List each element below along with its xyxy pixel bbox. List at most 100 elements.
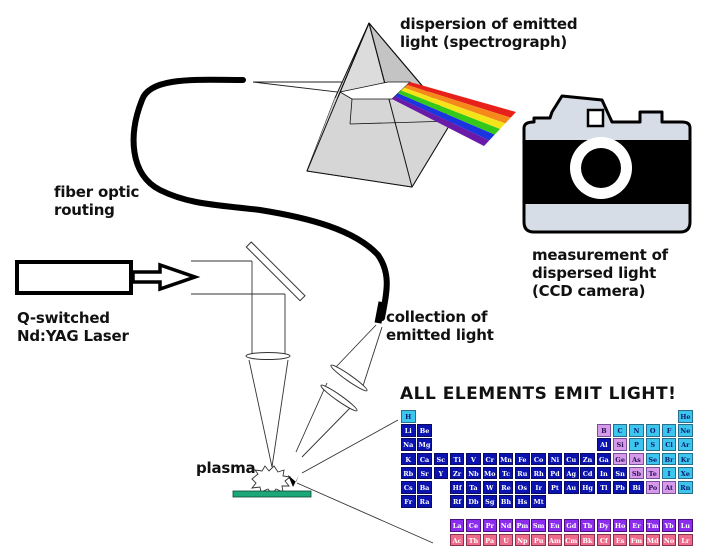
camera-label: measurement of dispersed light (CCD came… (532, 246, 668, 300)
element-cell: Os (515, 481, 530, 494)
element-cell: Pd (547, 466, 563, 480)
collection-lens-1 (330, 364, 368, 392)
element-cell: Lu (678, 519, 693, 532)
element-cell: Zr (449, 466, 465, 480)
element-cell: Ti (449, 452, 465, 466)
dispersion-label: dispersion of emitted light (spectrograp… (400, 15, 578, 51)
element-cell: Er (629, 519, 644, 532)
spectrum-band (398, 90, 500, 135)
element-cell: Bh (498, 495, 514, 508)
element-cell: Sb (629, 466, 644, 480)
element-cell: Be (417, 424, 432, 437)
element-cell: Sg (482, 495, 497, 508)
camera-label-line1: measurement of (532, 246, 669, 264)
element-cell: Ga (596, 452, 612, 466)
element-pointer-lines (296, 419, 434, 544)
plasma-label: plasma (196, 459, 256, 477)
element-cell: Ir (531, 481, 546, 494)
element-cell: Cm (564, 533, 579, 547)
element-cell: Dy (596, 519, 612, 532)
element-cell: Cd (580, 466, 595, 480)
element-cell: Pb (612, 481, 628, 494)
element-cell: Re (498, 481, 514, 494)
element-cell: Cf (596, 533, 612, 547)
laser-label: Q-switched Nd:YAG Laser (17, 309, 129, 345)
collection-label: collection of emitted light (386, 308, 494, 344)
element-cell: Pr (482, 519, 497, 532)
element-cell: Th (466, 533, 481, 547)
element-cell: Ru (515, 466, 530, 480)
element-cell: Fm (629, 533, 644, 547)
element-cell: Fe (515, 452, 530, 466)
element-cell: No (661, 533, 677, 547)
element-cell: Te (645, 466, 660, 480)
element-cell: Yb (661, 519, 677, 532)
element-cell: Lr (678, 533, 693, 547)
element-cell: Tc (498, 466, 514, 480)
element-cell: Nd (498, 519, 514, 532)
element-cell: Tb (580, 519, 595, 532)
camera-label-line3: (CCD camera) (532, 282, 646, 300)
spectrum-band (401, 87, 506, 129)
element-cell: Si (612, 438, 628, 451)
element-cell: Ge (612, 452, 628, 466)
element-cell: Ba (417, 481, 432, 494)
element-cell: Ag (564, 466, 579, 480)
element-cell: Y (433, 466, 449, 480)
element-cell: Ni (547, 452, 563, 466)
element-cell: Mt (531, 495, 546, 508)
laser-label-line1: Q-switched (17, 309, 110, 327)
focusing-lens (245, 352, 291, 360)
element-cell: C (612, 424, 628, 437)
element-cell: Cs (401, 481, 416, 494)
element-cell: Rf (449, 495, 465, 508)
fiber-label: fiber optic routing (54, 183, 139, 219)
element-cell: Ca (417, 452, 432, 466)
element-cell: Kr (678, 452, 693, 466)
element-cell: W (482, 481, 497, 494)
element-cell: Au (564, 481, 579, 494)
collection-label-line1: collection of (386, 308, 488, 326)
element-cell: Mn (498, 452, 514, 466)
element-cell: Ho (612, 519, 628, 532)
element-cell: Ar (678, 438, 693, 451)
element-cell: Hg (580, 481, 595, 494)
fiber-tip-collection (374, 301, 386, 324)
element-cell: H (401, 410, 416, 423)
element-cell: Hf (449, 481, 465, 494)
element-cell: Bi (629, 481, 644, 494)
element-cell: Fr (401, 495, 416, 508)
element-cell: K (401, 452, 416, 466)
element-cell: Li (401, 424, 416, 437)
element-cell: Na (401, 438, 416, 451)
fiber-optic-cable (130, 76, 390, 321)
element-cell: P (629, 438, 644, 451)
dispersion-label-line2: light (spectrograph) (400, 33, 568, 51)
element-cell: He (678, 410, 693, 423)
element-cell: Tl (596, 481, 612, 494)
element-cell: Xe (678, 466, 693, 480)
collection-optics-rays (295, 324, 383, 458)
element-cell: O (645, 424, 660, 437)
element-cell: Pu (531, 533, 546, 547)
element-cell: Cu (564, 452, 579, 466)
element-cell: La (449, 519, 465, 532)
spectrum-band (392, 96, 490, 146)
element-cell: Sn (612, 466, 628, 480)
element-cell: Cl (661, 438, 677, 451)
element-cell: Eu (547, 519, 563, 532)
element-cell: Se (645, 452, 660, 466)
target-sample-plate (232, 490, 312, 498)
element-cell: Ne (678, 424, 693, 437)
element-cell: Sm (531, 519, 546, 532)
laser-beam-path (191, 260, 289, 468)
element-cell: I (661, 466, 677, 480)
element-cell: Po (645, 481, 660, 494)
element-cell: Pt (547, 481, 563, 494)
element-cell: F (661, 424, 677, 437)
element-cell: Sc (433, 452, 449, 466)
laser-label-line2: Nd:YAG Laser (17, 327, 129, 345)
element-cell: Rh (531, 466, 546, 480)
element-cell: Mg (417, 438, 432, 451)
element-cell: S (645, 438, 660, 451)
